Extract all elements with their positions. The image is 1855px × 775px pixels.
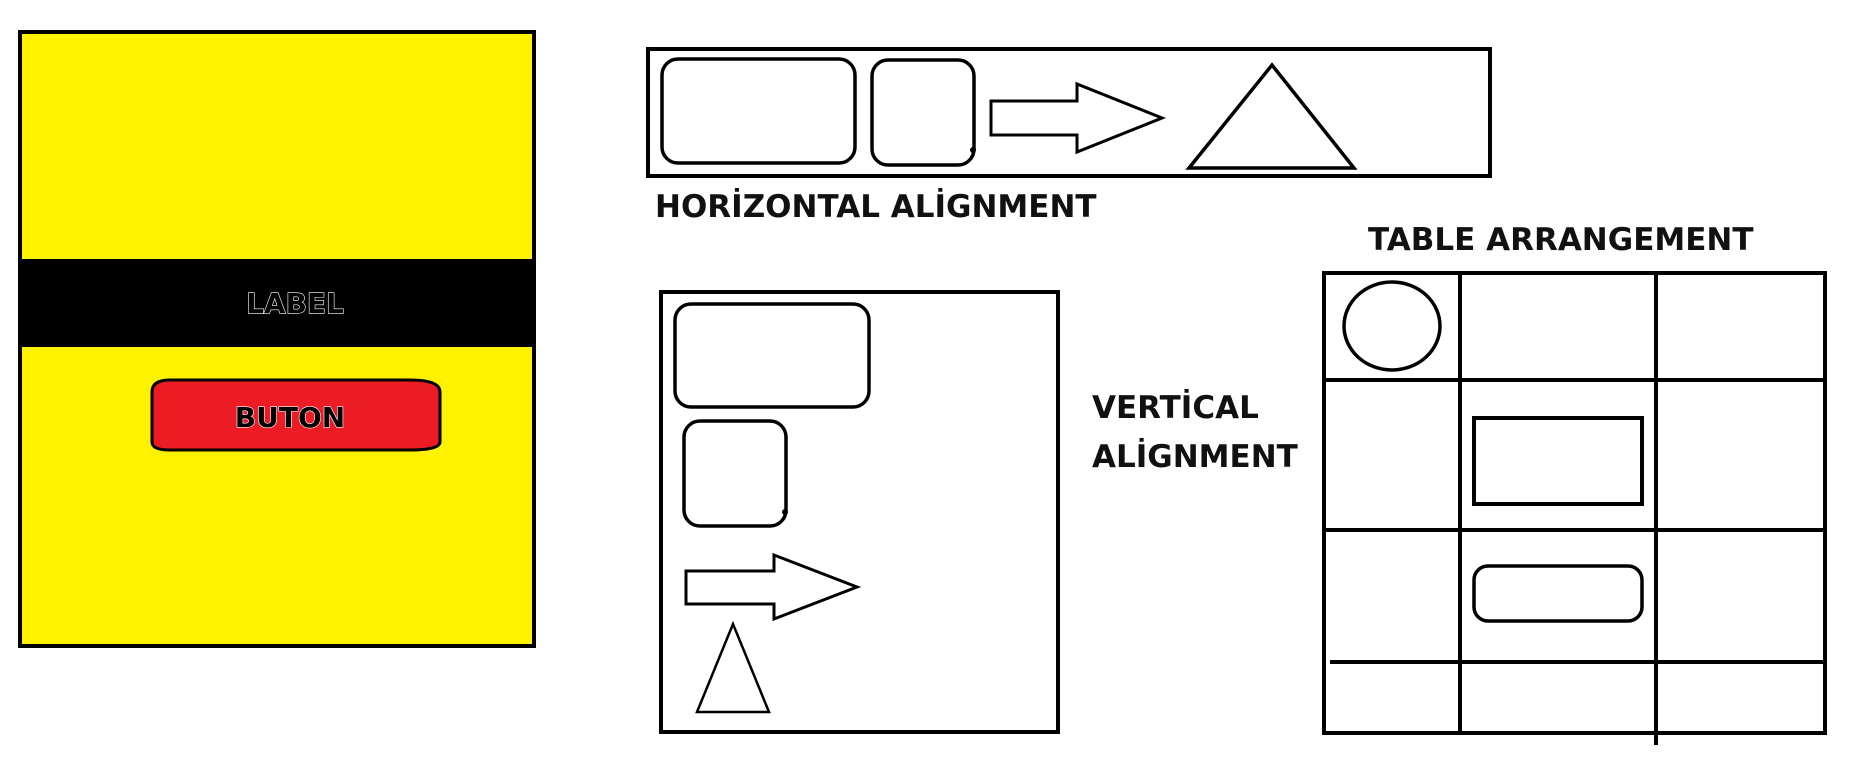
vertical-alignment-group: VERTİCAL ALİGNMENT xyxy=(659,290,1298,734)
vertical-wide-box xyxy=(673,302,871,409)
label-bar xyxy=(22,259,532,347)
horizontal-caption: HORİZONTAL ALİGNMENT xyxy=(655,189,1097,225)
table-arrangement-group: TABLE ARRANGEMENT xyxy=(1322,222,1827,745)
horizontal-wide-box xyxy=(660,57,857,165)
ui-mockup: LABEL BUTON xyxy=(18,30,536,648)
table-caption: TABLE ARRANGEMENT xyxy=(1368,222,1754,258)
horizontal-triangle xyxy=(1185,62,1358,170)
mockup-button-label: BUTON xyxy=(235,401,345,434)
vertical-caption-line1: VERTİCAL xyxy=(1092,390,1259,426)
horizontal-box-dot xyxy=(970,147,976,153)
vertical-triangle xyxy=(695,620,771,714)
vertical-caption-line2: ALİGNMENT xyxy=(1092,439,1298,475)
table-cell-rounded-box xyxy=(1472,564,1644,623)
vertical-square-box xyxy=(682,419,788,528)
horizontal-square-box xyxy=(870,58,976,167)
label-text: LABEL xyxy=(246,287,344,320)
vertical-arrow xyxy=(684,552,862,622)
vertical-box-dot xyxy=(782,509,788,515)
table-cell-rectangle xyxy=(1472,416,1644,506)
horizontal-arrow xyxy=(989,81,1167,155)
horizontal-alignment-group: HORİZONTAL ALİGNMENT xyxy=(646,47,1492,225)
table-cell-circle xyxy=(1342,280,1442,372)
mockup-button[interactable] xyxy=(150,378,442,452)
